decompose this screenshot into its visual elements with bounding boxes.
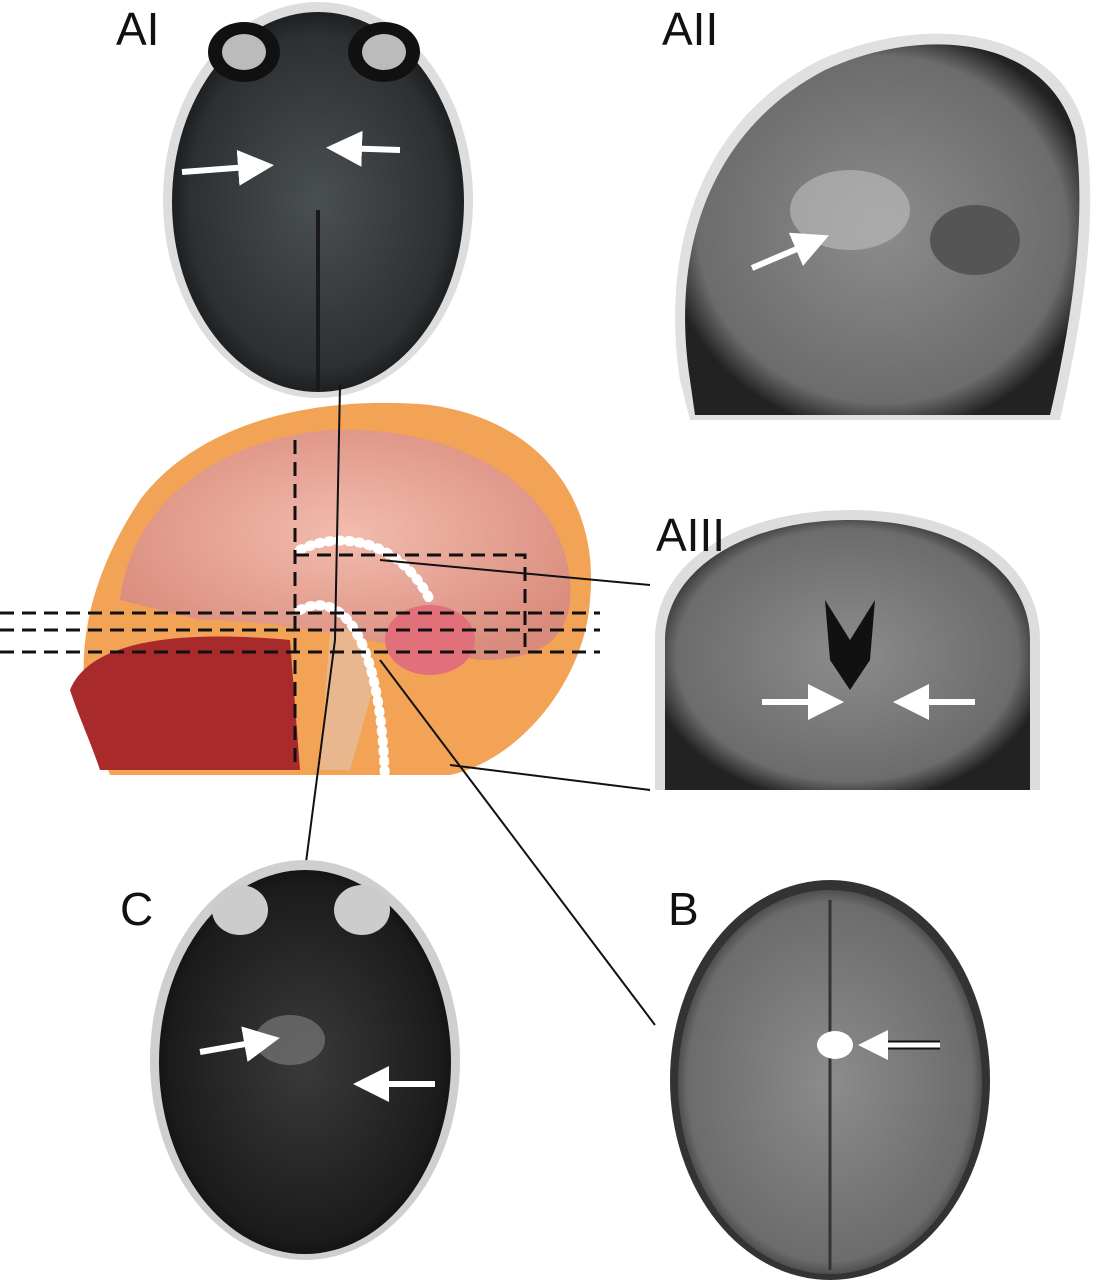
arrow-icon <box>181 149 274 186</box>
arrow-icon <box>326 130 401 167</box>
mri-sagittal-panel-a2 <box>675 33 1091 421</box>
mri-coronal-panel-a3 <box>655 510 1040 790</box>
mri-axial-panel-b <box>670 880 990 1280</box>
arrow-icon <box>199 1026 280 1062</box>
mri-axial-panel-a1 <box>163 2 473 398</box>
slice-plane-lines <box>0 384 656 1026</box>
panel-label-a2: AII <box>662 3 719 55</box>
panel-label-b: B <box>668 883 699 935</box>
mri-axial-panel-c <box>150 860 460 1260</box>
sagittal-head-illustration <box>70 402 592 785</box>
panel-label-c: C <box>120 883 154 935</box>
panel-label-a1: AI <box>116 3 160 55</box>
arrow-icon <box>750 232 830 271</box>
panel-label-a3: AIII <box>656 509 726 561</box>
